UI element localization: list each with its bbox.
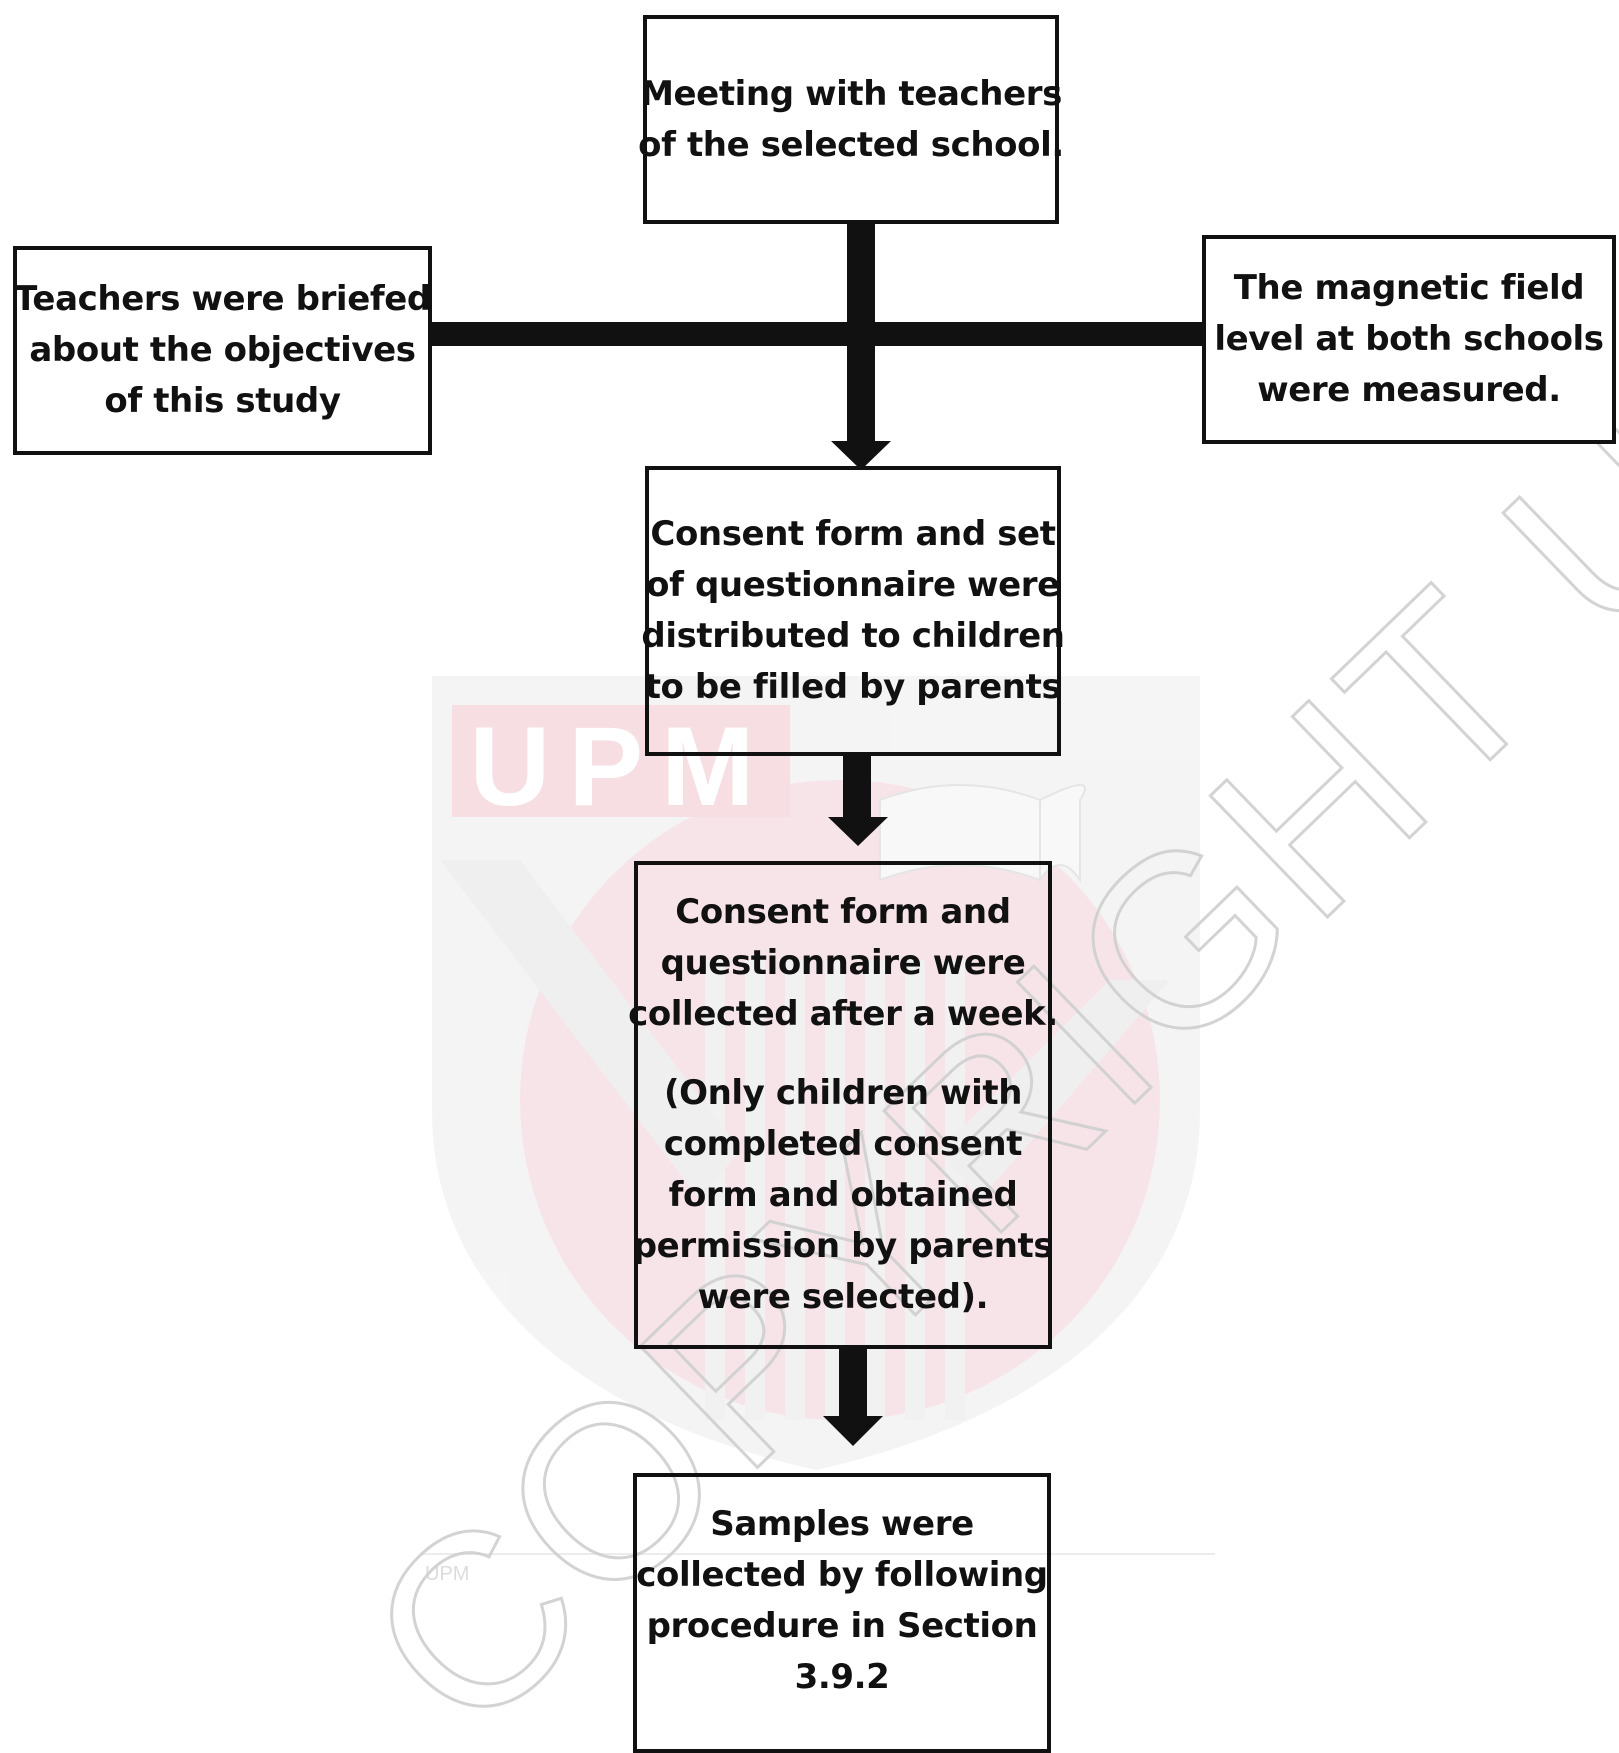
connector-shaft-1 — [847, 222, 875, 448]
arrow-head-1 — [831, 441, 891, 470]
step-briefed-line: of this study — [104, 381, 341, 421]
step-collected-box: Consent form and questionnaire were coll… — [628, 861, 1058, 1349]
step-consent-line: of questionnaire were — [646, 565, 1060, 605]
step-samples-line-3: procedure in Section — [647, 1601, 1038, 1652]
step-collected-line: collected after a week. — [628, 994, 1058, 1034]
arrow-head-3 — [823, 1416, 883, 1446]
watermark-logo-bar — [452, 705, 790, 817]
step-samples-line: Samples were — [710, 1504, 974, 1544]
step-magnetic-line: level at both schools — [1214, 319, 1604, 359]
step-collected-note-line: form and obtained — [668, 1175, 1018, 1215]
step-samples-line: collected by following — [636, 1555, 1048, 1595]
watermark-v-left — [440, 860, 740, 1200]
step-briefed-line: Teachers were briefed — [14, 279, 431, 319]
section-reference-label: Section — [897, 1606, 1038, 1646]
watermark-v-right — [940, 980, 1170, 1200]
step-collected-note-line: completed consent — [663, 1124, 1023, 1164]
step-collected-note-line: permission by parents — [632, 1226, 1054, 1266]
step-collected-note-line: (Only children with — [663, 1073, 1023, 1113]
step-samples-prefix: procedure in — [646, 1606, 897, 1646]
step-magnetic-box: The magnetic field level at both schools… — [1202, 235, 1616, 444]
step-meeting-line: of the selected school. — [638, 124, 1064, 165]
step-consent-line: to be filled by parents — [644, 667, 1062, 707]
watermark-small-text: UPM — [425, 1563, 469, 1585]
step-collected-line: questionnaire were — [660, 943, 1026, 983]
step-meeting-line: Meeting with teachers — [640, 73, 1062, 114]
step-consent-box: Consent form and set of questionnaire we… — [641, 466, 1065, 756]
watermark-book-icon — [879, 784, 1086, 884]
step-consent-line: distributed to children — [641, 616, 1065, 656]
connector-shaft-3 — [839, 1347, 867, 1419]
step-briefed-line: about the objectives — [29, 330, 416, 370]
arrow-head-2 — [828, 817, 888, 846]
watermark-logo-text: UPM — [470, 704, 773, 829]
step-magnetic-line: were measured. — [1257, 370, 1561, 410]
watermark-pillars — [705, 960, 965, 1420]
horizontal-connector — [428, 322, 1206, 346]
connector-shaft-2 — [843, 754, 871, 820]
step-meeting-box: Meeting with teachers of the selected sc… — [638, 15, 1064, 224]
step-collected-note-line: were selected). — [697, 1277, 989, 1317]
step-consent-line: Consent form and set — [650, 514, 1056, 554]
step-magnetic-line: The magnetic field — [1233, 268, 1585, 308]
step-samples-box: Samples were collected by following proc… — [633, 1473, 1051, 1753]
step-briefed-box: Teachers were briefed about the objectiv… — [13, 246, 432, 455]
step-collected-line: Consent form and — [675, 892, 1011, 932]
section-reference-number: 3.9.2 — [794, 1657, 890, 1697]
